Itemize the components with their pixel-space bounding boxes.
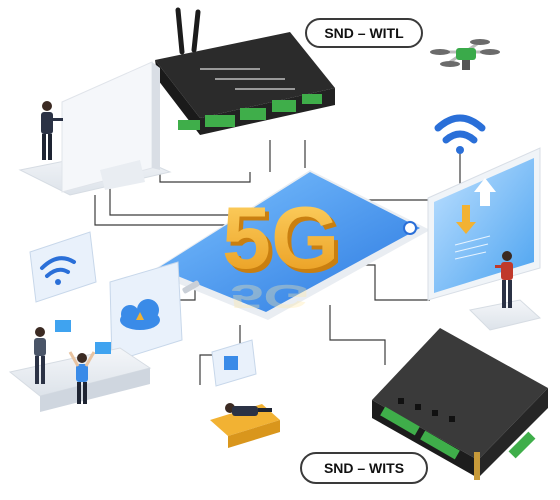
monitor-workstation [18, 61, 172, 196]
device-snd-wits [372, 328, 548, 480]
person-sitting [34, 327, 46, 384]
device-label-witl: SND – WITL [305, 18, 423, 48]
device-left-face [155, 60, 200, 135]
terminal-block-row [178, 94, 322, 130]
antenna-left [175, 7, 185, 55]
terminal-block-row [380, 406, 536, 460]
central-tablet [150, 170, 430, 320]
5g-logo: 5G 5G 5G [222, 188, 343, 314]
wifi-card [29, 231, 97, 303]
person-cheering [68, 351, 96, 404]
5g-text-shadow: 5G [226, 192, 343, 291]
tablet-home-button [403, 221, 417, 235]
device-label-wits: SND – WITS [300, 452, 428, 484]
lounge-station [210, 339, 280, 448]
person-right [495, 251, 513, 308]
right-screen-station [427, 147, 542, 331]
antenna-right [191, 9, 201, 53]
5g-text: 5G [222, 188, 339, 287]
contact-icon [224, 356, 238, 370]
device-label-print [200, 68, 295, 90]
office-desk [8, 320, 152, 412]
standing-person [41, 101, 63, 160]
device-snd-witl [155, 7, 335, 135]
wifi-icon [434, 114, 486, 154]
device-top-face [155, 32, 335, 118]
sma-antenna-connector [474, 452, 480, 480]
5g-reflection: 5G [230, 277, 310, 314]
laptop-screen [55, 320, 71, 332]
person-reclining [225, 403, 272, 416]
cloud-card [109, 261, 183, 363]
screen-data-lines [454, 235, 491, 260]
arrows-icon [456, 178, 496, 234]
drone-icon [430, 39, 500, 70]
laptop-screen [95, 342, 111, 354]
